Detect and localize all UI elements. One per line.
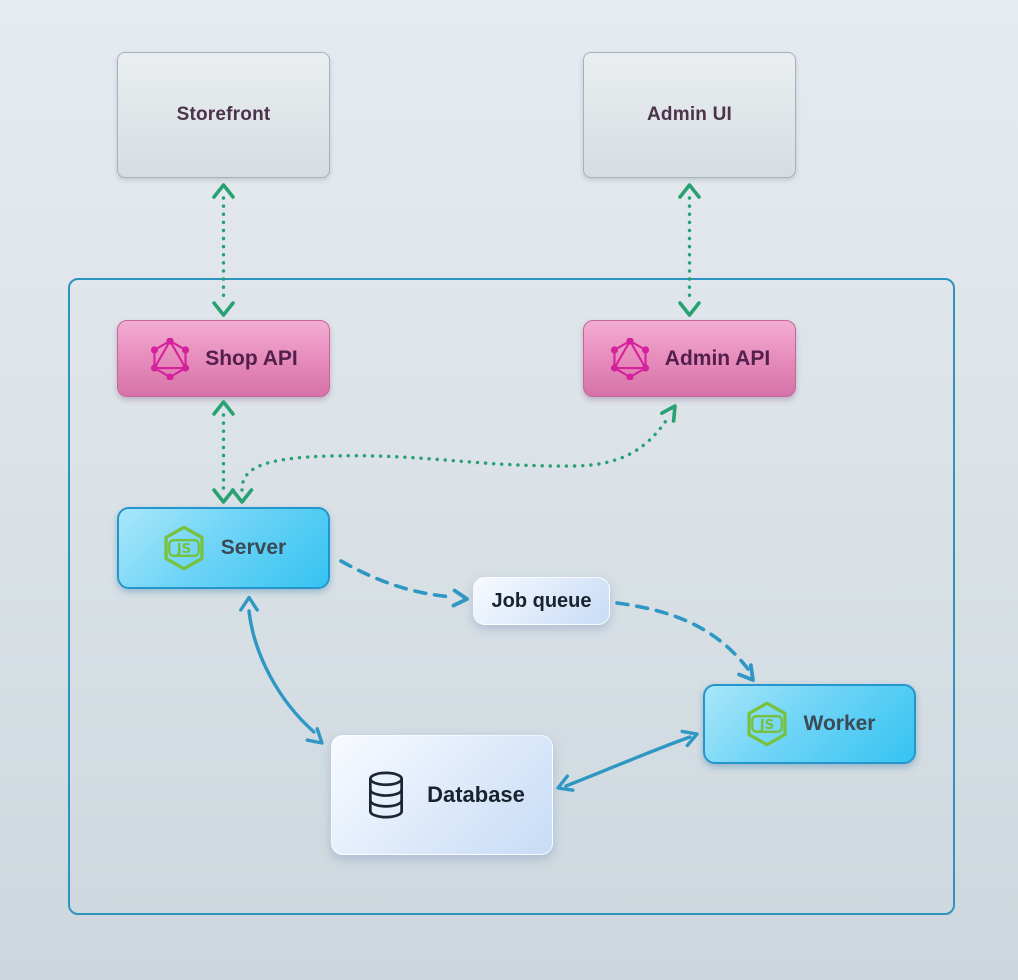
node-label: Worker (803, 712, 876, 735)
system-boundary (68, 278, 955, 915)
svg-text:JS: JS (758, 718, 774, 733)
node-server: JS Server (117, 507, 330, 589)
graphql-icon (149, 337, 191, 380)
node-label: Job queue (491, 589, 592, 612)
node-label: Admin API (664, 346, 771, 370)
svg-text:JS: JS (176, 542, 192, 557)
node-job-queue: Job queue (473, 577, 610, 625)
node-shop-api: Shop API (117, 320, 330, 397)
database-icon (359, 766, 413, 824)
node-admin-ui: Admin UI (583, 52, 796, 178)
nodejs-icon: JS (744, 701, 790, 747)
node-label: Database (427, 782, 525, 807)
node-admin-api: Admin API (583, 320, 796, 397)
node-label: Storefront (176, 104, 271, 125)
node-label: Server (220, 536, 287, 559)
node-label: Shop API (205, 346, 298, 370)
nodejs-icon: JS (161, 525, 207, 571)
node-database: Database (331, 735, 553, 855)
node-label: Admin UI (647, 104, 732, 125)
node-worker: JS Worker (703, 684, 916, 764)
graphql-icon (609, 337, 651, 380)
node-storefront: Storefront (117, 52, 330, 178)
